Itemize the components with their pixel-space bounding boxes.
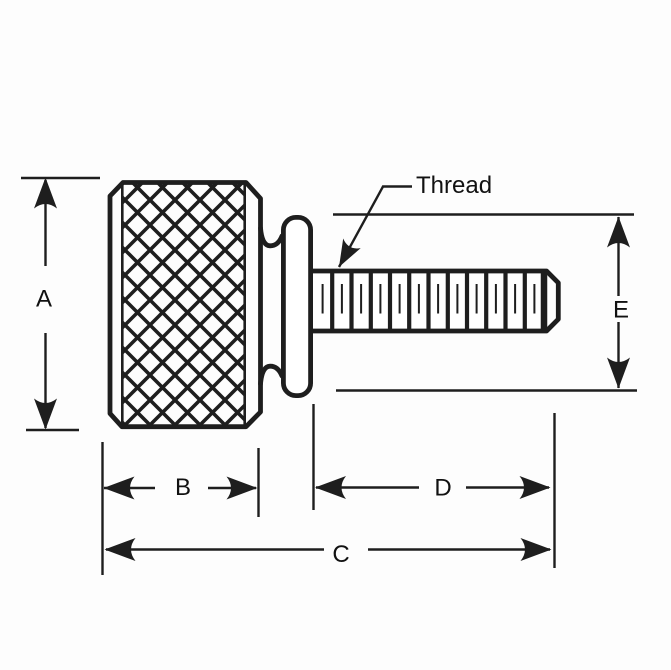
svg-text:E: E — [613, 297, 629, 324]
svg-text:Thread: Thread — [416, 172, 492, 199]
svg-text:C: C — [332, 541, 349, 568]
svg-text:A: A — [36, 286, 52, 313]
svg-text:B: B — [175, 474, 191, 501]
svg-text:D: D — [434, 475, 451, 502]
